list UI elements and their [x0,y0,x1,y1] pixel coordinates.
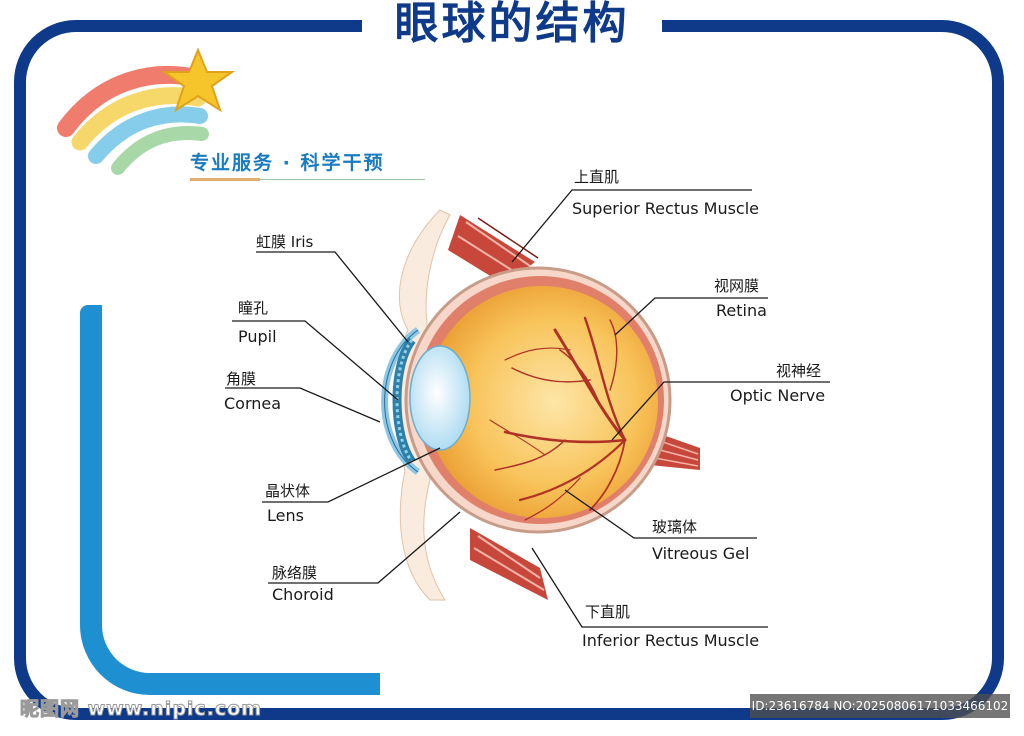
subtitle-underline-thin [260,179,425,180]
retinal-vessels [489,316,627,521]
leader-pupil [232,320,399,401]
label-iris: 虹膜 Iris [256,233,314,251]
label-vitreous-cn: 玻璃体 [652,518,698,536]
watermark-left: 昵图网 www.nipic.com [19,698,263,721]
leader-inferior [531,547,768,628]
watermark-right: ID:23616784 NO:20250806171033466102 [750,694,1010,718]
label-pupil-en: Pupil [238,327,277,346]
label-optic-en: Optic Nerve [730,386,826,405]
leader-superior [511,189,752,263]
label-pupil-cn: 瞳孔 [238,299,269,317]
title-background [362,0,662,50]
leader-optic [611,381,830,441]
label-retina-cn: 视网膜 [714,277,760,295]
label-optic-cn: 视神经 [776,362,822,380]
subtitle-underline [190,178,260,181]
subtitle: 专业服务 · 科学干预 [190,152,385,174]
label-cornea-cn: 角膜 [226,370,257,388]
label-inferior-en: Inferior Rectus Muscle [582,631,760,650]
superior-rectus-muscle [448,215,539,285]
label-inferior-cn: 下直肌 [585,603,631,621]
inferior-rectus-muscle [470,528,548,600]
lens [409,345,471,451]
leader-lens [262,447,441,503]
label-choroid-cn: 脉络膜 [272,564,318,582]
label-lens-cn: 晶状体 [265,482,311,500]
label-cornea-en: Cornea [224,394,282,413]
leader-retina [614,297,768,336]
leader-vitreous [564,489,757,539]
label-choroid-en: Choroid [272,585,334,604]
label-lens-en: Lens [267,506,304,525]
leader-lines [225,189,830,628]
vitreous-body [426,286,658,518]
leader-iris [256,251,409,343]
label-superior-en: Superior Rectus Muscle [572,199,760,218]
page-title: 眼球的结构 [394,0,630,49]
blue-corner-accent [80,305,380,695]
leader-choroid [268,511,461,584]
rainbow-star-icon [57,47,236,175]
label-superior-cn: 上直肌 [574,168,620,186]
leader-cornea [225,387,381,423]
label-retina-en: Retina [716,301,767,320]
label-vitreous-en: Vitreous Gel [652,544,750,563]
